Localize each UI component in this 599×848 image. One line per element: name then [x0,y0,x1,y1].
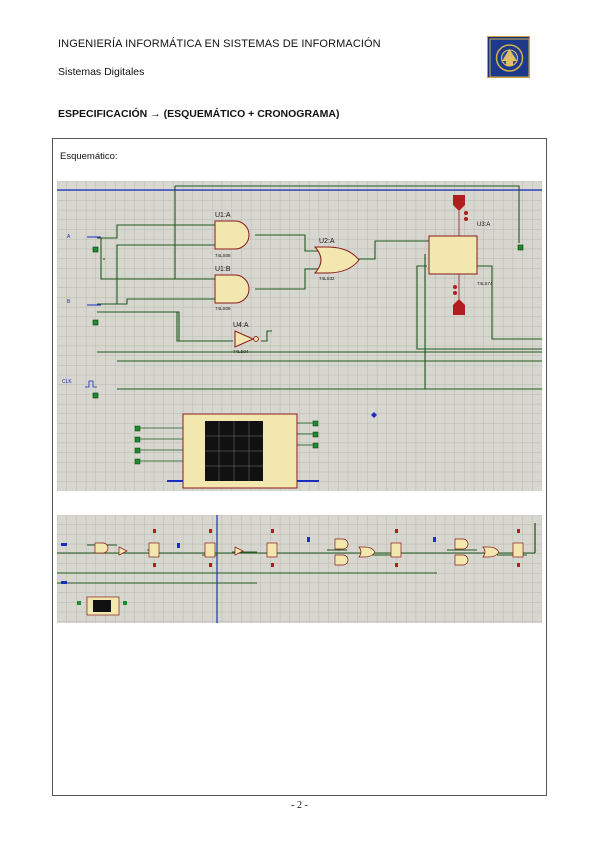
overview-ic [77,596,127,616]
overview-inputs [61,537,436,584]
junction-marker [371,412,377,418]
page-number: - 2 - [291,800,308,811]
svg-text:B: B [67,299,71,305]
header-subtitle: Sistemas Digitales [58,66,145,78]
university-logo [487,36,530,78]
flipflop-u3a: U3:A 74LS74 [428,222,493,286]
label-u4a: U4:A [233,322,249,329]
grid [57,181,542,491]
header-title: INGENIERÍA INFORMÁTICA EN SISTEMAS DE IN… [58,38,381,50]
part-u1a: 74LS08 [215,253,231,258]
and-gate-u1a: U1:A 74LS08 [214,212,250,258]
output-q [517,244,524,251]
wires [97,185,542,390]
input-switch-b: B [67,299,101,326]
input-clock: CLK [62,379,99,399]
probe-top [453,195,468,236]
label-u1b: U1:B [215,266,231,273]
ic-block [134,413,319,489]
grid [57,515,542,623]
part-u4a: 74LS04 [233,349,249,354]
overview-gates [94,538,524,566]
schematic-overview-canvas [57,515,542,623]
part-u1b: 74LS08 [215,306,231,311]
or-gate-u2a: U2:A 74LS32 [313,238,360,281]
svg-text:CLK: CLK [62,379,72,385]
schematic-label: Esquemático: [60,151,118,162]
overview-probes [153,529,520,567]
schematic-panel: A B CLK U1:A 74LS08 U1:B 74LS08 U [57,181,542,491]
label-u1a: U1:A [215,212,231,219]
part-u3a: 74LS74 [477,281,493,286]
svg-text:A: A [67,234,71,240]
section-title: ESPECIFICACIÓN → (ESQUEMÁTICO + CRONOGRA… [58,108,340,120]
label-u2a: U2:A [319,238,335,245]
and-gate-u1b: U1:B 74LS08 [214,266,250,311]
not-gate-u4a: U4:A 74LS04 [233,322,259,354]
label-u3a: U3:A [477,222,490,228]
content-frame [52,138,547,796]
schematic-panel-overview [57,515,542,623]
part-u2a: 74LS32 [319,276,335,281]
schematic-canvas: A B CLK U1:A 74LS08 U1:B 74LS08 U [57,181,542,491]
probe-bottom [453,274,465,315]
input-switch-a: A [67,234,101,253]
